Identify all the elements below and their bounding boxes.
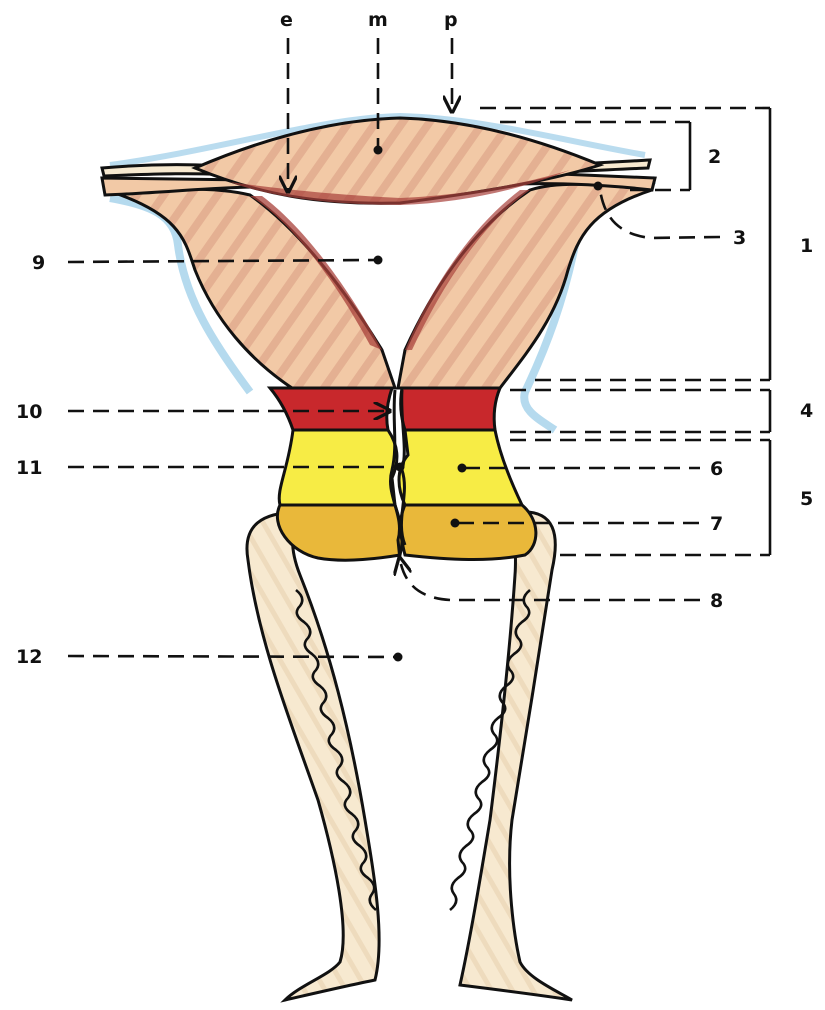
label-p: p	[444, 9, 458, 31]
uterus-body	[102, 116, 655, 430]
label-m: m	[368, 9, 388, 31]
leader-9	[68, 260, 376, 262]
isthmus	[270, 388, 500, 430]
corpus-left-wall	[112, 189, 395, 388]
label-3: 3	[733, 227, 746, 249]
label-7: 7	[710, 513, 723, 535]
label-9: 9	[32, 252, 45, 274]
vagina	[247, 512, 572, 1000]
corpus-right-wall	[398, 184, 652, 388]
cervix-lower-right	[400, 505, 535, 560]
vagina-left-wall	[247, 512, 379, 1000]
point-3	[594, 182, 603, 191]
cervix-lower-left	[277, 505, 402, 560]
label-1: 1	[800, 235, 813, 257]
label-4: 4	[800, 400, 813, 422]
label-11: 11	[16, 457, 42, 479]
label-12: 12	[16, 646, 42, 668]
label-5: 5	[800, 488, 813, 510]
isthmus-right	[401, 388, 500, 430]
label-8: 8	[710, 590, 723, 612]
label-6: 6	[710, 458, 723, 480]
vagina-right-wall	[460, 512, 572, 1000]
label-10: 10	[16, 401, 42, 423]
label-2: 2	[708, 146, 721, 168]
leader-12	[68, 656, 396, 657]
label-e: e	[280, 9, 293, 31]
isthmus-left	[270, 388, 392, 430]
fundus-point-m	[374, 146, 383, 155]
